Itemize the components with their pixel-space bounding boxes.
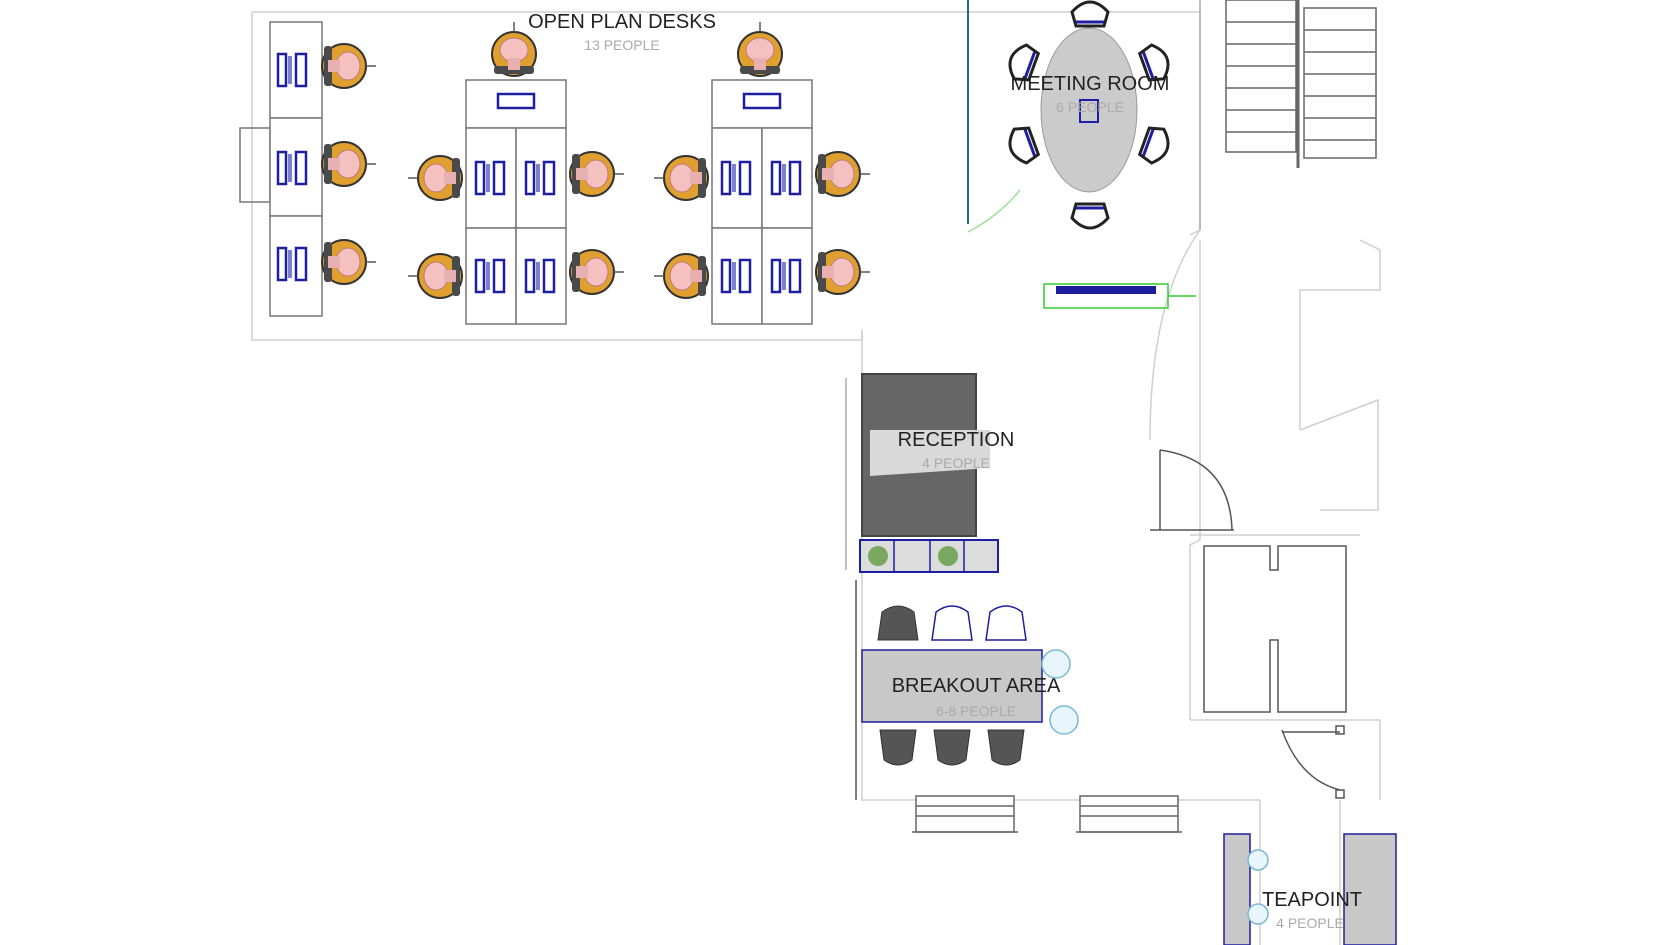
- open-plan-capacity: 13 PEOPLE: [584, 37, 660, 53]
- planter-row: [859, 539, 999, 573]
- plant-icon: [868, 546, 888, 566]
- reception-title: RECEPTION: [898, 429, 1015, 451]
- chair-icon: [653, 155, 709, 201]
- chair-icon: [321, 141, 377, 187]
- meeting-room-title: MEETING ROOM: [1011, 73, 1170, 95]
- reception-area: RECEPTION 4 PEOPLE: [845, 373, 1015, 573]
- chair-icon: [877, 605, 919, 641]
- meeting-room-area: MEETING ROOM 6 PEOPLE: [967, 0, 1201, 309]
- meeting-room-capacity: 6 PEOPLE: [1056, 99, 1124, 115]
- chair-icon: [1070, 202, 1110, 230]
- stool-icon: [1247, 849, 1269, 871]
- monitor-icon: [770, 160, 802, 196]
- chair-icon: [815, 151, 871, 197]
- reception-capacity: 4 PEOPLE: [922, 455, 990, 471]
- chair-icon: [1070, 0, 1110, 28]
- conference-phone-icon: [1079, 99, 1099, 123]
- teapoint-title: TEAPOINT: [1262, 889, 1362, 911]
- kitchen-counter-right: [1343, 833, 1397, 945]
- breakout-title: BREAKOUT AREA: [892, 675, 1061, 697]
- monitor-icon: [524, 160, 556, 196]
- desk-cluster-a: [465, 79, 567, 325]
- door-swing: [967, 189, 1021, 233]
- bottom-benches: [912, 795, 1182, 833]
- entrance-door: [1150, 449, 1234, 531]
- monitor-icon: [474, 258, 506, 294]
- chair-icon: [569, 151, 625, 197]
- stool-icon: [1041, 649, 1071, 679]
- meeting-table: [1040, 27, 1138, 193]
- monitor-icon: [474, 160, 506, 196]
- plant-icon: [938, 546, 958, 566]
- stool-icon: [1247, 903, 1269, 925]
- chair-icon: [321, 43, 377, 89]
- chair-icon: [407, 253, 463, 299]
- chair-icon: [569, 249, 625, 295]
- chair-icon: [931, 605, 973, 641]
- stool-icon: [1049, 705, 1079, 735]
- chair-icon: [407, 155, 463, 201]
- chair-icon: [815, 249, 871, 295]
- chair-icon: [985, 605, 1027, 641]
- breakout-capacity: 6-8 PEOPLE: [936, 703, 1016, 719]
- monitor-icon: [720, 160, 752, 196]
- teapoint-area: TEAPOINT 4 PEOPLE: [1223, 833, 1397, 945]
- chair-icon: [1003, 122, 1042, 168]
- chair-icon: [737, 21, 783, 77]
- monitor-icon: [276, 52, 308, 88]
- monitor-icon: [496, 92, 536, 110]
- monitor-icon: [720, 258, 752, 294]
- desk-cluster-b: [711, 79, 813, 325]
- monitor-icon: [524, 258, 556, 294]
- toilet-block: [1203, 545, 1347, 799]
- monitor-icon: [742, 92, 782, 110]
- chair-icon: [1136, 122, 1175, 168]
- chair-icon: [879, 729, 917, 766]
- breakout-table: [861, 649, 1043, 723]
- chair-icon: [321, 239, 377, 285]
- teapoint-capacity: 4 PEOPLE: [1276, 915, 1344, 931]
- open-plan-desks-area: OPEN PLAN DESKS 13 PEOPLE: [239, 11, 871, 325]
- open-plan-title: OPEN PLAN DESKS: [528, 11, 716, 33]
- chair-icon: [933, 729, 971, 766]
- chair-icon: [987, 729, 1025, 766]
- wall-radiator: [239, 127, 271, 203]
- chair-icon: [653, 253, 709, 299]
- monitor-icon: [276, 246, 308, 282]
- kitchen-counter-left: [1223, 833, 1251, 945]
- monitor-icon: [770, 258, 802, 294]
- walls: [251, 11, 1381, 945]
- stairs: [1225, 0, 1377, 168]
- breakout-area: BREAKOUT AREA 6-8 PEOPLE: [855, 580, 1079, 800]
- monitor-icon: [276, 150, 308, 186]
